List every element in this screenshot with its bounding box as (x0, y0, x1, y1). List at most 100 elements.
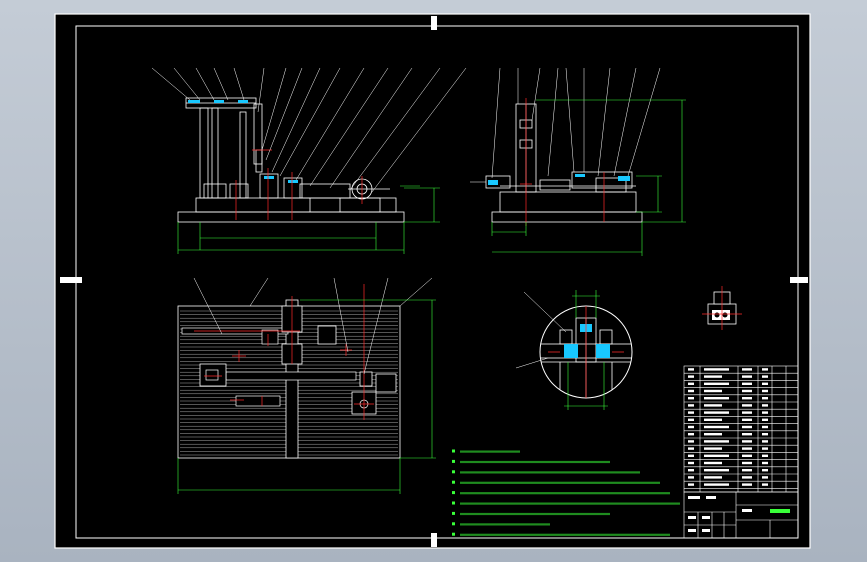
parts-cell-material (742, 404, 752, 407)
parts-list-entries (688, 368, 768, 486)
parts-cell-number (688, 375, 694, 378)
parts-cell-number (688, 454, 694, 457)
title-block (683, 491, 799, 539)
parts-cell-material (742, 368, 752, 371)
parts-cell-material (742, 440, 752, 443)
parts-cell-name (704, 440, 729, 443)
top-view (177, 299, 401, 459)
requirement-text-glyphs (460, 492, 670, 495)
requirement-text-glyphs (460, 512, 610, 516)
parts-cell-number (688, 418, 694, 421)
parts-cell-number (688, 368, 694, 371)
parts-cell-name (704, 454, 729, 457)
technical-requirements (452, 449, 680, 536)
requirement-bullet (452, 532, 455, 536)
parts-cell-number (688, 411, 694, 414)
parts-cell-qty (762, 433, 768, 436)
requirement-bullet (452, 522, 455, 526)
parts-cell-name (704, 411, 729, 414)
small-part-view (702, 286, 742, 330)
parts-cell-number (688, 404, 694, 407)
requirement-text-glyphs (460, 533, 670, 536)
parts-cell-number (688, 447, 694, 450)
parts-cell-qty (762, 469, 768, 472)
front-view-centerlines (235, 149, 363, 220)
parts-cell-material (742, 461, 752, 465)
parts-cell-name (704, 476, 722, 479)
parts-cell-material (742, 454, 752, 457)
parts-cell-number (688, 476, 694, 479)
parts-cell-material (742, 382, 752, 385)
parts-cell-material (742, 447, 752, 450)
parts-cell-material (742, 389, 752, 393)
parts-cell-material (742, 397, 752, 400)
parts-cell-name (704, 461, 722, 465)
requirement-text-glyphs (460, 523, 550, 526)
side-view-dimensions (491, 99, 686, 256)
parts-cell-name (704, 382, 729, 385)
detail-view-dimensions (564, 290, 608, 410)
parts-cell-qty (762, 368, 768, 371)
requirement-bullet (452, 459, 455, 463)
parts-cell-qty (762, 483, 768, 486)
requirement-text-glyphs (460, 481, 660, 484)
parts-cell-qty (762, 440, 768, 443)
parts-cell-number (688, 397, 694, 400)
side-view-accents (488, 174, 630, 185)
parts-cell-qty (762, 397, 768, 400)
parts-cell-material (742, 433, 752, 436)
title-block-cells (688, 496, 790, 532)
parts-cell-qty (762, 447, 768, 450)
parts-cell-name (704, 375, 722, 378)
requirement-text-glyphs (460, 450, 520, 453)
parts-cell-name (704, 433, 722, 436)
parts-cell-material (742, 476, 752, 479)
parts-cell-number (688, 461, 694, 465)
side-view-centerlines (520, 98, 605, 226)
requirement-text-glyphs (460, 460, 610, 464)
parts-cell-name (704, 447, 722, 450)
parts-list (683, 365, 799, 493)
parts-cell-number (688, 483, 694, 486)
parts-cell-name (704, 404, 722, 407)
top-view-leaders (193, 277, 433, 375)
parts-cell-qty (762, 404, 768, 407)
top-view-centerlines (194, 284, 374, 420)
parts-cell-number (688, 425, 694, 429)
parts-cell-name (704, 483, 729, 486)
front-view-dimensions (177, 185, 440, 254)
side-view (485, 103, 643, 223)
parts-cell-material (742, 418, 752, 421)
requirement-bullet (452, 501, 455, 505)
side-view-leaders (470, 67, 661, 183)
parts-cell-qty (762, 382, 768, 385)
parts-cell-name (704, 397, 729, 400)
parts-cell-qty (762, 454, 768, 457)
parts-cell-number (688, 389, 694, 393)
parts-cell-name (704, 418, 722, 421)
front-view-accents (188, 100, 298, 183)
parts-cell-number (688, 440, 694, 443)
sheet-border (54, 13, 811, 549)
parts-cell-name (704, 368, 729, 371)
top-view-dimensions (177, 299, 436, 494)
requirement-bullet (452, 470, 455, 474)
parts-cell-qty (762, 418, 768, 421)
parts-cell-number (688, 433, 694, 436)
parts-cell-number (688, 469, 694, 472)
requirement-bullet (452, 511, 455, 515)
front-view-leaders (151, 67, 467, 193)
parts-cell-qty (762, 425, 768, 429)
requirement-text-glyphs (460, 502, 680, 505)
parts-cell-name (704, 389, 722, 393)
parts-cell-material (742, 469, 752, 472)
parts-cell-material (742, 375, 752, 378)
detail-view-leaders (515, 291, 567, 369)
parts-cell-material (742, 425, 752, 429)
parts-cell-qty (762, 375, 768, 378)
requirement-bullet (452, 480, 455, 484)
parts-cell-qty (762, 476, 768, 479)
parts-cell-qty (762, 389, 768, 393)
